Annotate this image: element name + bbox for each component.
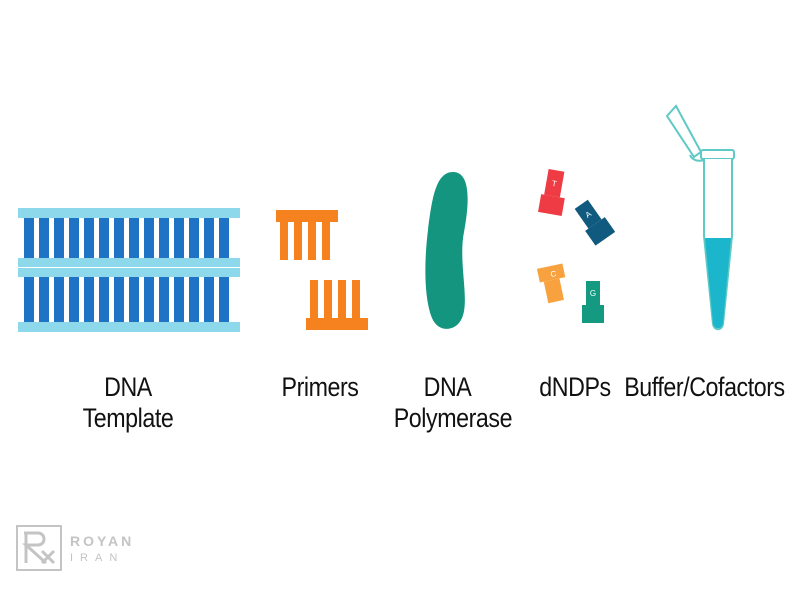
template-base-top-14 — [219, 218, 229, 258]
template-base-top-7 — [114, 218, 124, 258]
dna-template-illustration — [18, 208, 240, 332]
template-base-bottom-3 — [54, 277, 64, 322]
logo-text-royan: ROYAN — [70, 533, 135, 549]
template-base-top-12 — [189, 218, 199, 258]
primer-2-tooth-4 — [352, 280, 360, 318]
tube-rim — [700, 149, 735, 160]
template-base-top-6 — [99, 218, 109, 258]
label-buffer-cofactors: Buffer/Cofactors — [624, 372, 785, 403]
template-base-bottom-10 — [159, 277, 169, 322]
template-base-bottom-6 — [99, 277, 109, 322]
nucleotide-t-letter: T — [551, 179, 557, 189]
label-primers: Primers — [273, 372, 368, 403]
label-dndps: dNDPs — [532, 372, 618, 403]
template-base-top-13 — [204, 218, 214, 258]
template-base-bottom-14 — [219, 277, 229, 322]
tube-cap — [665, 104, 703, 159]
template-base-top-1 — [24, 218, 34, 258]
buffer-tube-illustration — [665, 104, 735, 331]
label-dndps-line-1: dNDPs — [539, 372, 611, 402]
template-base-top-10 — [159, 218, 169, 258]
template-base-bottom-5 — [84, 277, 94, 322]
template-base-top-2 — [39, 218, 49, 258]
template-bases-bottom — [24, 277, 229, 322]
label-dna-polymerase: DNA Polymerase — [393, 372, 513, 434]
nucleotide-a: A — [574, 199, 616, 246]
template-base-bottom-12 — [189, 277, 199, 322]
label-dna-template: DNA Template — [76, 372, 179, 434]
template-base-top-3 — [54, 218, 64, 258]
label-primers-line-1: Primers — [281, 372, 359, 402]
template-base-top-9 — [144, 218, 154, 258]
template-strand-top — [18, 208, 240, 218]
template-strand-middle-upper — [18, 258, 240, 267]
template-base-top-11 — [174, 218, 184, 258]
template-base-top-5 — [84, 218, 94, 258]
nucleotide-c-letter: C — [550, 269, 558, 279]
nucleotide-g: G — [582, 281, 604, 323]
primer-1-teeth — [280, 222, 330, 260]
royan-logo-icon — [16, 525, 62, 571]
tube-hinge — [689, 154, 705, 162]
primers-illustration — [276, 210, 368, 330]
primer-2-tooth-2 — [324, 280, 332, 318]
template-base-top-4 — [69, 218, 79, 258]
label-dna-template-line-1: DNA — [104, 372, 152, 402]
template-strand-middle-lower — [18, 268, 240, 277]
nucleotide-c: C — [536, 263, 566, 304]
label-dna-polymerase-line-1: DNA — [423, 372, 472, 402]
primer-1-tooth-4 — [322, 222, 330, 260]
nucleotide-a-letter: A — [584, 209, 594, 220]
template-base-bottom-1 — [24, 277, 34, 322]
template-bases-top — [24, 218, 229, 258]
label-buffer-cofactors-line-1: Buffer/Cofactors — [624, 372, 785, 402]
dna-polymerase-shape — [425, 172, 468, 329]
template-base-bottom-11 — [174, 277, 184, 322]
logo-text-iran: IRAN — [70, 552, 125, 564]
template-base-bottom-9 — [144, 277, 154, 322]
template-strand-bottom — [18, 322, 240, 332]
nucleotide-t: T — [538, 169, 565, 216]
template-base-bottom-7 — [114, 277, 124, 322]
template-base-top-8 — [129, 218, 139, 258]
primer-2-tooth-1 — [310, 280, 318, 318]
template-base-bottom-4 — [69, 277, 79, 322]
template-base-bottom-2 — [39, 277, 49, 322]
label-dna-template-line-2: Template — [82, 403, 174, 434]
template-base-bottom-8 — [129, 277, 139, 322]
nucleotide-g-letter: G — [590, 289, 596, 298]
tube-liquid — [705, 238, 731, 329]
label-dna-polymerase-line-2: Polymerase — [393, 403, 513, 434]
primer-1-tooth-2 — [294, 222, 302, 260]
primer-2-teeth — [310, 280, 360, 318]
template-base-bottom-13 — [204, 277, 214, 322]
primer-2-backbone — [306, 318, 368, 330]
primer-1-tooth-1 — [280, 222, 288, 260]
primer-1-tooth-3 — [308, 222, 316, 260]
dndps-illustration: T A C G — [536, 169, 616, 323]
primer-1-backbone — [276, 210, 338, 222]
primer-2-tooth-3 — [338, 280, 346, 318]
